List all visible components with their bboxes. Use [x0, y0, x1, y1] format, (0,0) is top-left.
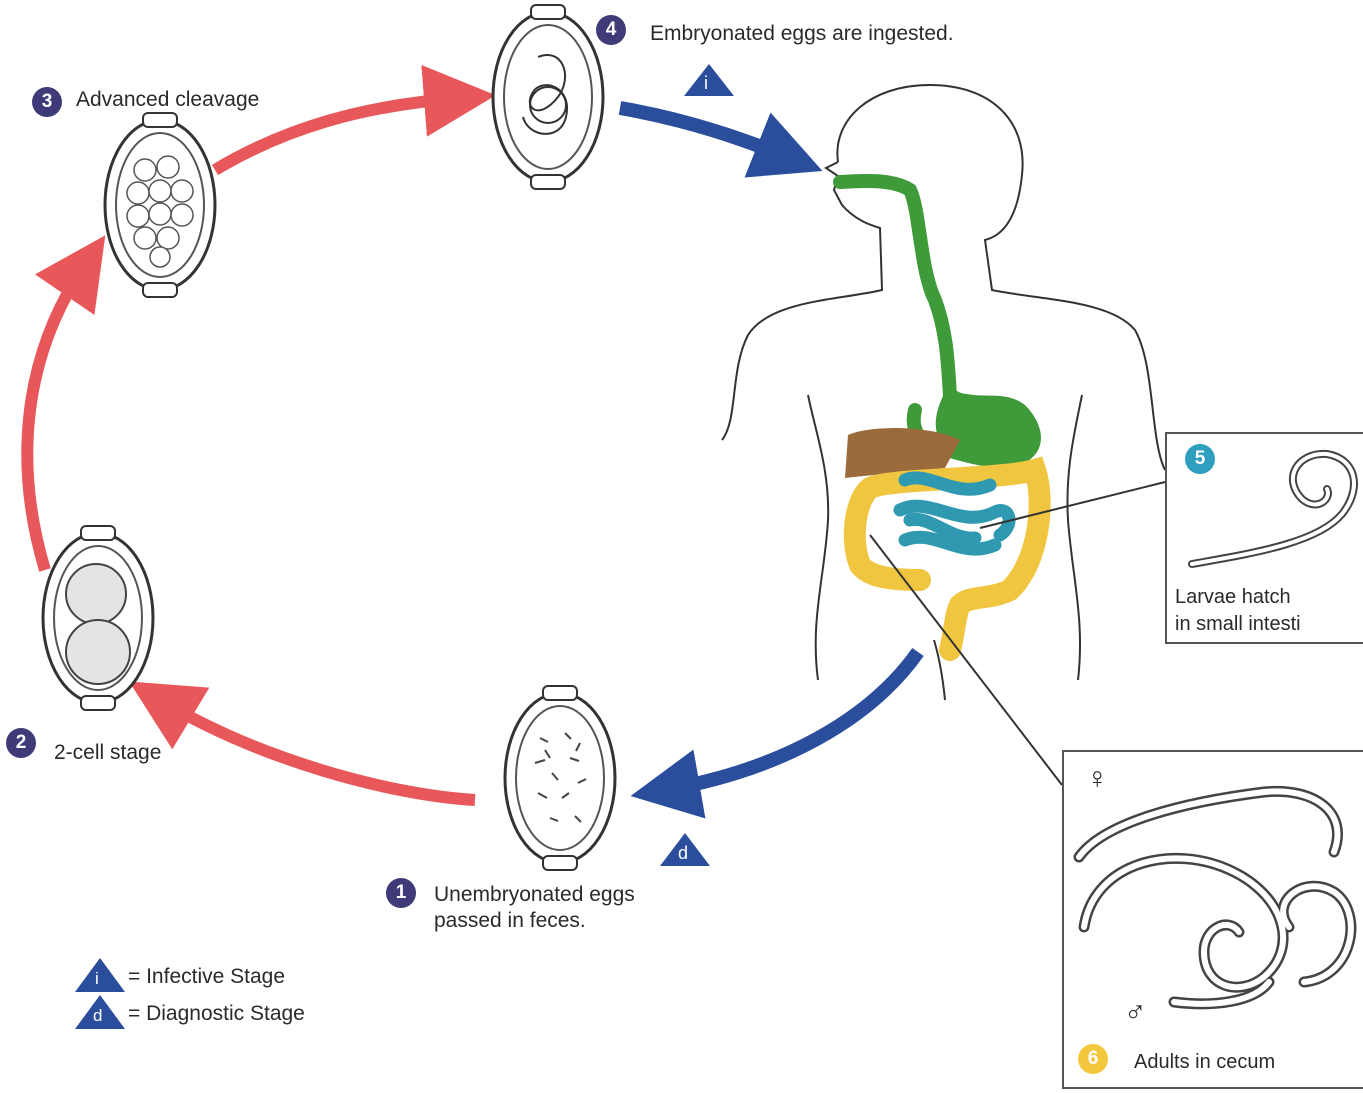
- stage-2-label: 2-cell stage: [54, 740, 161, 766]
- stage-1-badge: 1: [386, 878, 416, 908]
- arrow-stage2-to-stage3: [27, 265, 85, 570]
- legend-diagnostic-text: = Diagnostic Stage: [128, 1001, 305, 1027]
- legend-diagnostic-marker: d: [93, 1003, 102, 1029]
- egg-unembryonated: [505, 686, 615, 870]
- stage-5-label-line2: in small intesti: [1175, 611, 1301, 638]
- stage-6-label: Adults in cecum: [1134, 1049, 1275, 1076]
- arrow-stage1-to-stage2: [160, 700, 475, 800]
- large-intestine: [855, 470, 1040, 650]
- stage-3-label: Advanced cleavage: [76, 87, 259, 113]
- stage-4-badge: 4: [596, 15, 626, 45]
- legend-infective-triangle: [75, 958, 125, 992]
- stage-2-badge: 2: [6, 728, 36, 758]
- stage-1-label-line1: Unembryonated eggs: [434, 882, 635, 908]
- infective-triangle: [684, 64, 734, 96]
- egg-two-cell: [43, 526, 153, 710]
- larva-drawing: [1167, 434, 1363, 584]
- callout-line-larvae: [980, 482, 1165, 528]
- egg-advanced-cleavage: [105, 113, 215, 297]
- legend-infective-marker: i: [95, 966, 99, 992]
- legend-infective-text: = Infective Stage: [128, 964, 285, 990]
- stage-5-label-line1: Larvae hatch: [1175, 584, 1291, 611]
- arrow-ingestion: [620, 108, 790, 158]
- adult-worms-drawing: [1064, 752, 1363, 1032]
- egg-embryonated: [493, 5, 603, 189]
- stage-3-badge: 3: [32, 87, 62, 117]
- larvae-hatch-box: 5 Larvae hatch in small intesti: [1165, 432, 1363, 644]
- diagnostic-marker-label: d: [678, 840, 688, 866]
- arrow-passed-in-feces: [665, 652, 918, 790]
- stage-4-label: Embryonated eggs are ingested.: [650, 21, 954, 47]
- adults-cecum-box: ♀ ♂ 6 Adults in cecum: [1062, 750, 1363, 1089]
- stage-1-label-line2: passed in feces.: [434, 908, 586, 934]
- infective-marker-label: i: [704, 70, 708, 96]
- stage-6-badge: 6: [1078, 1044, 1108, 1074]
